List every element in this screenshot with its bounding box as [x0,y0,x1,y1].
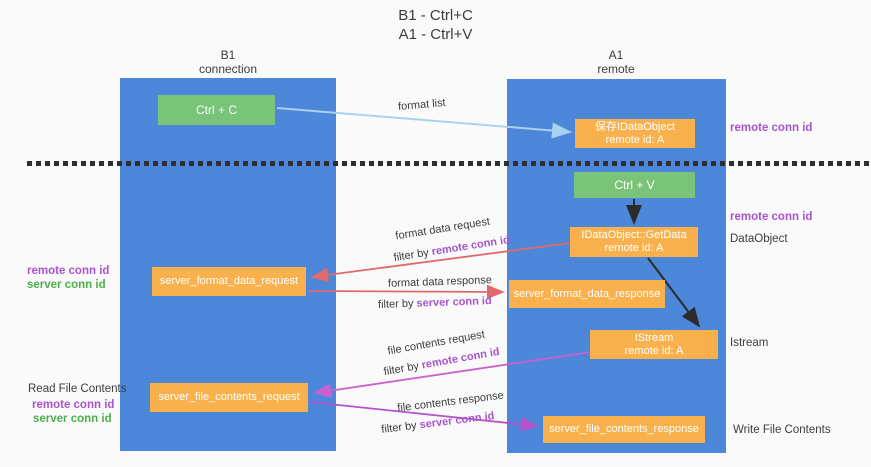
lane-b1-name: B1 [220,48,236,62]
node-server-file-contents-request: server_file_contents_request [150,383,308,412]
title-line-2: A1 - Ctrl+V [398,26,473,43]
node-istream: IStream remote id: A [590,330,718,359]
node-save-idataobject-line1: 保存IDataObject [594,120,676,133]
annotation-left-remote-conn-id-2: remote conn id [32,399,115,411]
server-conn-id-text: server conn id [418,410,496,432]
node-server-format-data-request: server_format_data_request [152,267,306,296]
filter-by-text: filter by [377,297,417,311]
annotation-left-remote-conn-id-1: remote conn id [27,265,110,277]
node-ctrl-c-label: Ctrl + C [195,103,237,117]
filter-by-text: filter by [382,359,423,379]
lane-header-a1: A1 remote [597,48,634,76]
annotation-remote-conn-id-mid: remote conn id [730,211,813,223]
annotation-remote-conn-id-top: remote conn id [730,122,813,134]
lane-a1-subtitle: remote [597,62,635,76]
node-getdata-line2: remote id: A [604,242,664,254]
node-getdata-line1: IDataObject::GetData [581,229,687,241]
node-server-format-data-response-label: server_format_data_response [513,287,661,300]
node-istream-line2: remote id: A [624,344,684,357]
phase-separator-line [27,161,871,166]
annotation-left-server-conn-id-1: server conn id [27,279,106,291]
remote-conn-id-text: remote conn id [420,345,501,372]
diagram-title: B1 - Ctrl+C A1 - Ctrl+V [0,6,871,44]
filter-by-text: filter by [392,246,433,265]
lane-b1-subtitle: connection [198,62,258,76]
annotation-dataobject: DataObject [730,233,788,245]
annotation-istream: Istream [730,337,769,349]
node-server-file-contents-response-label: server_file_contents_response [549,423,699,435]
node-server-format-data-request-label: server_format_data_request [159,275,299,287]
node-save-idataobject: 保存IDataObject remote id: A [575,119,695,148]
node-istream-line1: IStream [634,331,674,344]
node-server-file-contents-request-label: server_file_contents_request [158,391,300,403]
filter-by-text: filter by [380,419,421,436]
label-filter-server-1: filter by server conn id [378,295,492,311]
lane-header-b1: B1 connection [199,48,257,76]
node-ctrl-v: Ctrl + V [574,172,695,198]
annotation-write-file-contents: Write File Contents [733,424,831,436]
node-server-format-data-response: server_format_data_response [509,280,665,308]
node-server-file-contents-response: server_file_contents_response [543,416,705,443]
annotation-left-server-conn-id-2: server conn id [33,413,112,425]
server-conn-id-text: server conn id [416,295,492,310]
arrow-format-data-response [308,284,505,300]
label-format-data-response: format data response [387,274,493,290]
node-ctrl-c: Ctrl + C [158,95,275,125]
lane-a1-name: A1 [608,48,624,62]
label-format-list: format list [397,96,447,114]
title-line-1: B1 - Ctrl+C [398,7,473,24]
remote-conn-id-text: remote conn id [430,233,511,259]
node-ctrl-v-label: Ctrl + V [614,178,655,192]
annotation-read-file-contents: Read File Contents [28,383,127,395]
node-idataobject-getdata: IDataObject::GetData remote id: A [570,227,698,257]
node-save-idataobject-line2: remote id: A [605,133,665,146]
